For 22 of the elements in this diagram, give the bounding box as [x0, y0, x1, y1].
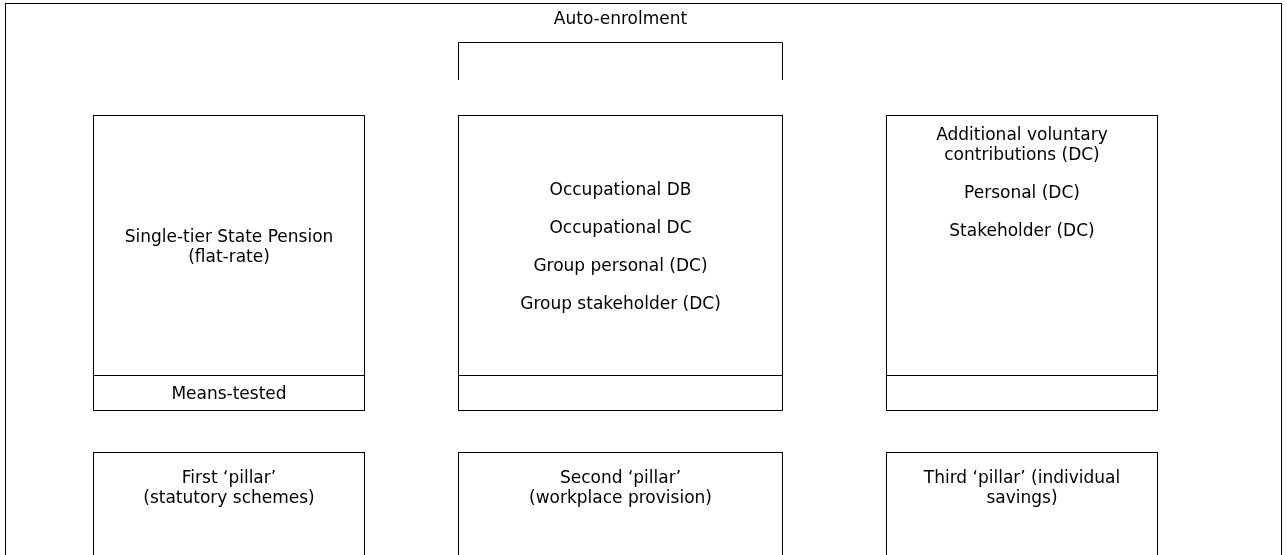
pillar-label: First ‘pillar’ (statutory schemes)	[142, 467, 316, 507]
pension-strip	[458, 375, 783, 411]
pension-strip	[886, 375, 1158, 411]
pension-text: Occupational DC	[548, 216, 693, 237]
pension-text: Personal (DC)	[963, 182, 1081, 202]
pillar-label: Third ‘pillar’ (individual savings)	[922, 467, 1122, 507]
strip-label: Means-tested	[170, 383, 288, 403]
pillar-box	[886, 452, 1158, 555]
pension-text: Group personal (DC)	[532, 254, 709, 275]
pillar-label: Second ‘pillar’ (workplace provision)	[528, 467, 713, 507]
pension-text: Occupational DB	[548, 178, 693, 199]
pension-box	[886, 115, 1158, 376]
pension-text: Single-tier State Pension (flat-rate)	[123, 225, 335, 266]
pension-text: Stakeholder (DC)	[948, 220, 1096, 240]
pillar-box	[458, 452, 783, 555]
pension-box	[458, 115, 783, 376]
pillar-box	[93, 452, 365, 555]
pension-text: Group stakeholder (DC)	[519, 292, 722, 313]
bracket-label: Auto-enrolment	[552, 8, 689, 28]
pension-strip	[93, 375, 365, 411]
pension-text: Additional voluntary contributions (DC)	[935, 124, 1109, 164]
pension-box	[93, 115, 365, 376]
